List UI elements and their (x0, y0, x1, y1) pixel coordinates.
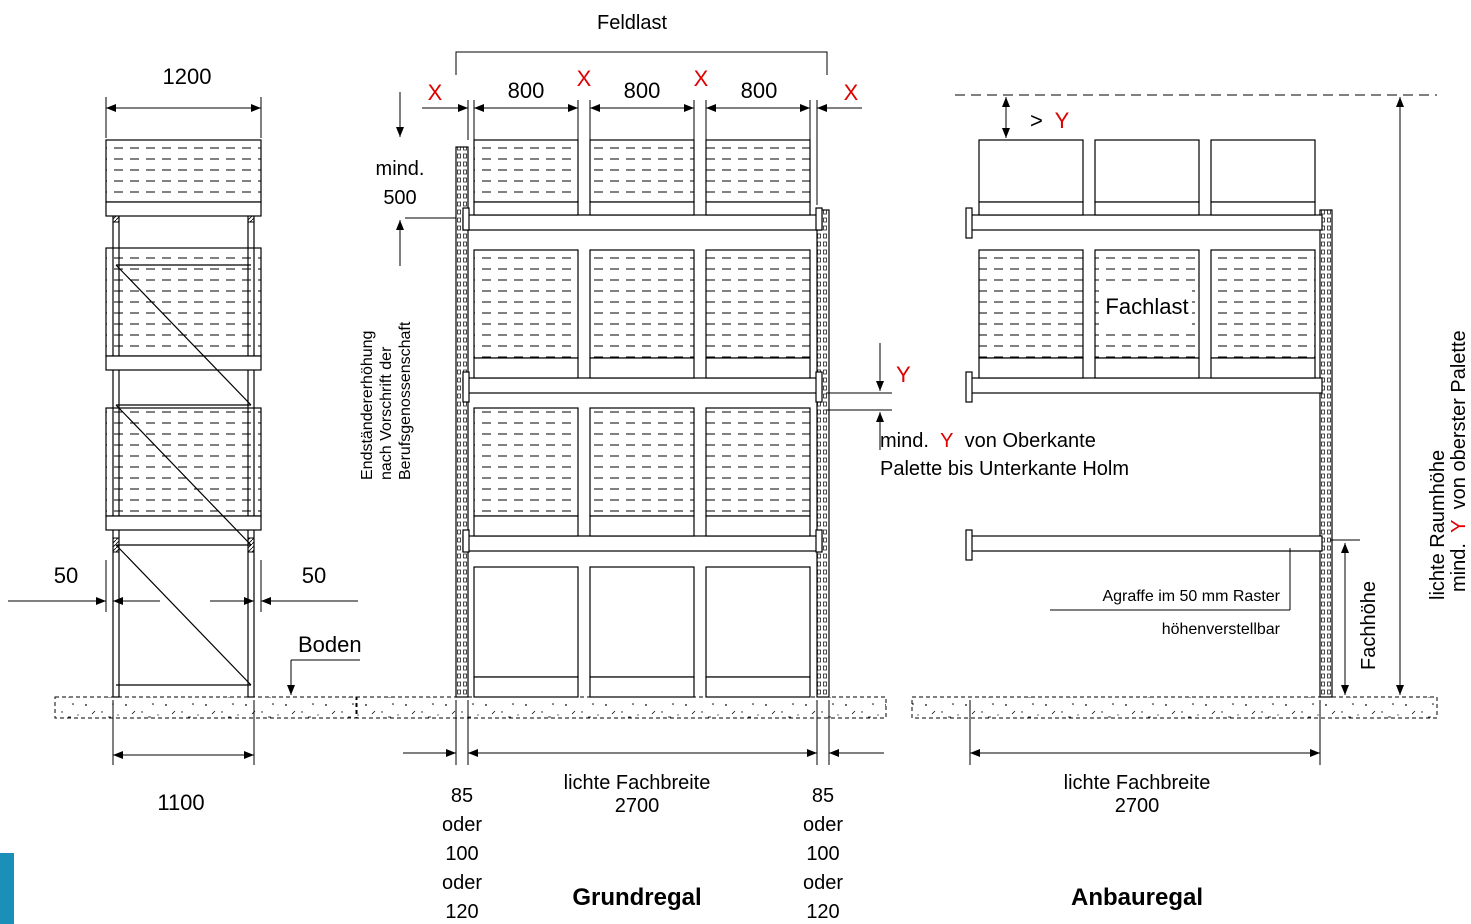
left-upright-options: 85 oder 100 oder 120 (442, 785, 482, 923)
side-view (8, 97, 360, 765)
floor-front (355, 696, 887, 719)
right-option-1: 85 (812, 785, 834, 807)
note-line-1-suffix: von Oberkante (965, 430, 1096, 452)
addon-clear-width-value: 2700 (1115, 795, 1160, 817)
front-clear-width-value: 2700 (615, 795, 660, 817)
addon-top-gap: > Y (1030, 108, 1070, 133)
end-upright-line-1: Endständererhöhung (359, 331, 376, 480)
compartment-height-label: Fachhöhe (1358, 581, 1380, 670)
gap-x-2: X (577, 66, 592, 91)
end-upright-line-2: nach Vorschrift der (378, 346, 395, 480)
right-option-4: oder (803, 872, 843, 894)
anbauregal-title: Anbauregal (1071, 884, 1203, 911)
room-height-line-1: lichte Raumhöhe (1427, 450, 1449, 600)
room-height-prefix: mind. (1448, 543, 1470, 592)
addon-top-gap-y: Y (1055, 108, 1070, 133)
left-option-2: oder (442, 814, 482, 836)
compartment-load-label: Fachlast (1105, 294, 1188, 319)
note-line-2: Palette bis Unterkante Holm (880, 458, 1129, 480)
pallet-width-3: 800 (741, 78, 778, 103)
left-option-4: oder (442, 872, 482, 894)
floor-addon (911, 696, 1438, 719)
side-top-width: 1200 (163, 64, 212, 89)
right-option-5: 120 (806, 901, 839, 923)
pallet-width-2: 800 (624, 78, 661, 103)
accent-bar (0, 853, 14, 924)
side-bottom-width: 1100 (157, 790, 204, 815)
note-line-1-y: Y (940, 430, 953, 452)
gap-x-1: X (428, 80, 443, 105)
left-option-1: 85 (451, 785, 473, 807)
field-load-label: Feldlast (597, 12, 667, 34)
adjustable-note: höhenverstellbar (1162, 621, 1281, 638)
room-height-y: Y (1448, 520, 1470, 533)
end-upright-line-3: Berufsgenossenschaft (397, 321, 414, 480)
hook-note: Agraffe im 50 mm Raster (1102, 588, 1280, 605)
top-clearance-2: 500 (383, 187, 416, 209)
note-line-1-prefix: mind. (880, 430, 929, 452)
grundregal-title: Grundregal (572, 884, 701, 911)
pallet-width-1: 800 (508, 78, 545, 103)
right-option-3: 100 (806, 843, 839, 865)
end-upright-note: Endständererhöhung nach Vorschrift der B… (359, 321, 414, 480)
front-view (396, 51, 892, 765)
top-clearance-1: mind. (376, 158, 425, 180)
left-option-5: 120 (445, 901, 478, 923)
gap-x-4: X (844, 80, 859, 105)
room-height-line-2: mind. Y von oberster Palette (1448, 330, 1470, 592)
left-option-3: 100 (445, 843, 478, 865)
side-left-offset: 50 (54, 563, 78, 588)
side-right-offset: 50 (302, 563, 326, 588)
floor-label: Boden (298, 632, 362, 657)
gap-y-symbol: Y (896, 362, 911, 387)
room-height-suffix: von oberster Palette (1448, 330, 1470, 509)
addon-clear-width-label: lichte Fachbreite (1064, 772, 1211, 794)
right-upright-options: 85 oder 100 oder 120 (803, 785, 843, 923)
note-line-1: mind. Y von Oberkante (880, 430, 1096, 452)
front-clear-width-label: lichte Fachbreite (564, 772, 711, 794)
addon-view (955, 94, 1437, 765)
floor-side (54, 696, 358, 719)
right-option-2: oder (803, 814, 843, 836)
addon-top-gap-prefix: > (1030, 108, 1043, 133)
gap-x-3: X (694, 66, 709, 91)
